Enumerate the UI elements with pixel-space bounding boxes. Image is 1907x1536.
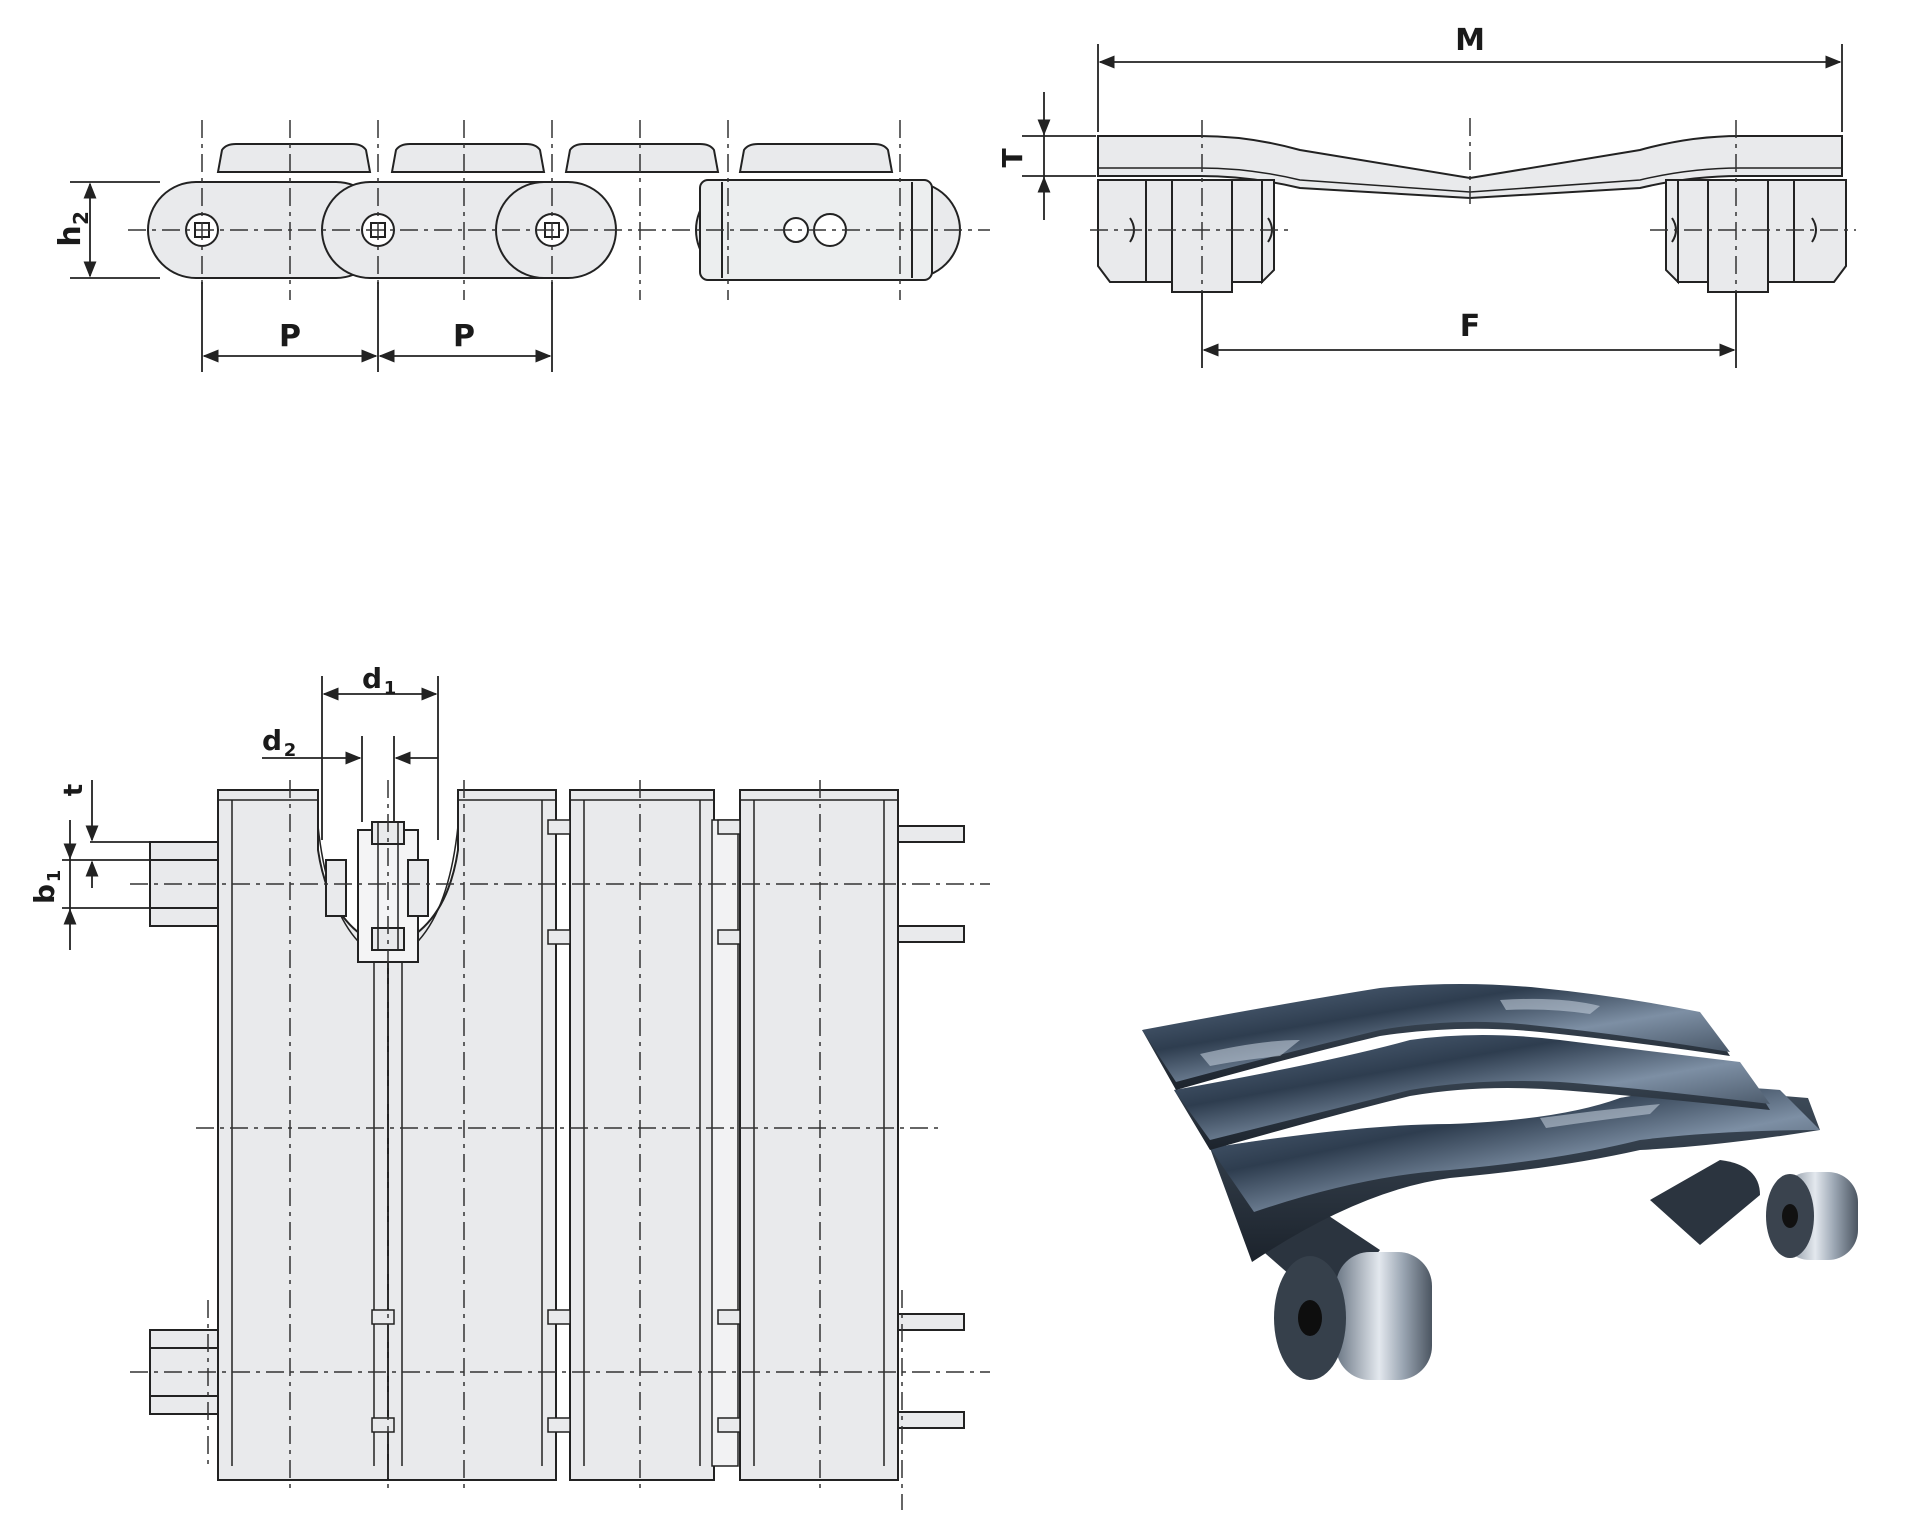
side-view-slats bbox=[216, 143, 894, 173]
end-view-centerlines bbox=[1090, 118, 1856, 300]
dim-label-inner-width-group: b 1 bbox=[28, 870, 65, 904]
dim-label-height: h bbox=[53, 225, 88, 246]
plan-view-inter-slat-rollers bbox=[371, 819, 741, 1433]
plan-view-centerlines bbox=[130, 780, 990, 1510]
dim-label-rail-center-distance: F bbox=[1460, 309, 1481, 344]
plan-view-slat-edges bbox=[218, 799, 898, 1466]
dim-label-inner-width-sub: 1 bbox=[44, 870, 65, 883]
plan-view-dimensions bbox=[62, 676, 439, 950]
product-photo-highlights bbox=[1200, 998, 1660, 1128]
plan-view-right-pins bbox=[897, 825, 965, 1429]
dim-label-pin-dia: d bbox=[262, 724, 282, 757]
product-photo bbox=[1142, 984, 1858, 1380]
end-view-right-chain bbox=[1665, 179, 1847, 293]
side-view: P P h 2 bbox=[53, 120, 990, 372]
end-view: M F T bbox=[996, 23, 1856, 368]
product-photo-slat-3 bbox=[1210, 1087, 1820, 1262]
dim-label-overall-width: M bbox=[1455, 23, 1485, 58]
plan-view-slat-3 bbox=[569, 789, 715, 1481]
side-view-centerlines bbox=[128, 120, 990, 300]
dim-label-pitch-1: P bbox=[279, 319, 301, 354]
dim-label-pin-sub: 2 bbox=[284, 740, 297, 761]
side-view-dimensions bbox=[70, 181, 553, 372]
dim-label-height-sub: 2 bbox=[69, 211, 93, 225]
dim-label-height-group: h 2 bbox=[53, 211, 93, 247]
dim-label-bush-outer-dia: d bbox=[362, 662, 382, 695]
dim-label-pitch-2: P bbox=[453, 319, 475, 354]
dim-label-slat-thickness: T bbox=[996, 148, 1029, 167]
plan-view: d 1 d 2 t b 1 bbox=[28, 662, 990, 1510]
product-photo-slat-2 bbox=[1174, 1035, 1770, 1150]
dim-label-inner-width: b bbox=[28, 884, 61, 904]
plan-view-left-lugs bbox=[149, 841, 219, 1415]
plan-view-slat-4 bbox=[739, 789, 899, 1481]
dim-label-plate-thickness: t bbox=[59, 784, 89, 796]
end-view-left-chain bbox=[1097, 179, 1275, 293]
dim-label-bush-outer-dia-group: d 1 bbox=[362, 662, 396, 699]
dim-label-bush-outer-sub: 1 bbox=[384, 678, 397, 699]
dim-label-pin-dia-group: d 2 bbox=[262, 724, 296, 761]
end-view-dimensions bbox=[1022, 44, 1843, 368]
